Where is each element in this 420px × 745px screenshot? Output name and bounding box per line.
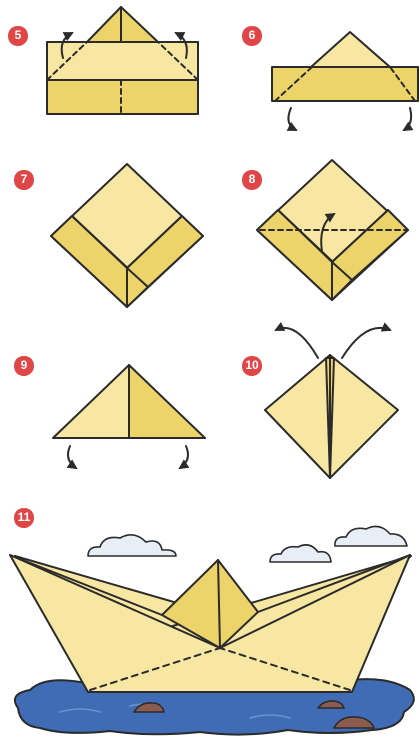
step-6-badge: 6 [240, 24, 264, 48]
step-9-left-half [53, 365, 129, 438]
step-8-number: 8 [240, 168, 264, 190]
step-5-figure [47, 7, 198, 114]
step-11-scene [10, 526, 414, 734]
step-9-left-arrow [68, 446, 76, 468]
step-10-badge: 10 [240, 354, 264, 378]
step-8-figure [257, 160, 408, 300]
step-9-right-arrow [180, 446, 188, 468]
step-6-right-arrow [404, 108, 411, 130]
step-6-figure [272, 32, 418, 130]
step-5-top-flap [47, 42, 198, 80]
step-6-left-arrow [288, 108, 296, 130]
step-5-badge: 5 [6, 24, 30, 48]
step-9-right-half [129, 365, 205, 438]
cloud-right [335, 526, 407, 546]
step-7-number: 7 [12, 168, 36, 190]
step-6-band [272, 67, 418, 101]
step-11-badge: 11 [12, 506, 36, 530]
step-9-badge: 9 [12, 354, 36, 378]
step-7-figure [51, 164, 203, 307]
step-10-figure [265, 328, 398, 478]
step-5-peak [87, 7, 158, 42]
step-10-right-arrow [342, 328, 390, 358]
step-6-number: 6 [240, 24, 264, 46]
step-9-figure [53, 365, 205, 468]
cloud-left [88, 535, 176, 556]
step-8-badge: 8 [240, 168, 264, 192]
step-5-number: 5 [6, 24, 30, 46]
cloud-middle [270, 545, 331, 562]
step-7-badge: 7 [12, 168, 36, 192]
step-10-left-arrow [276, 328, 318, 358]
step-6-peak [311, 32, 390, 67]
step-5-bottom-band [47, 80, 198, 114]
step-9-number: 9 [12, 354, 36, 376]
step-11-number: 11 [12, 506, 36, 528]
step-10-number: 10 [240, 354, 264, 376]
